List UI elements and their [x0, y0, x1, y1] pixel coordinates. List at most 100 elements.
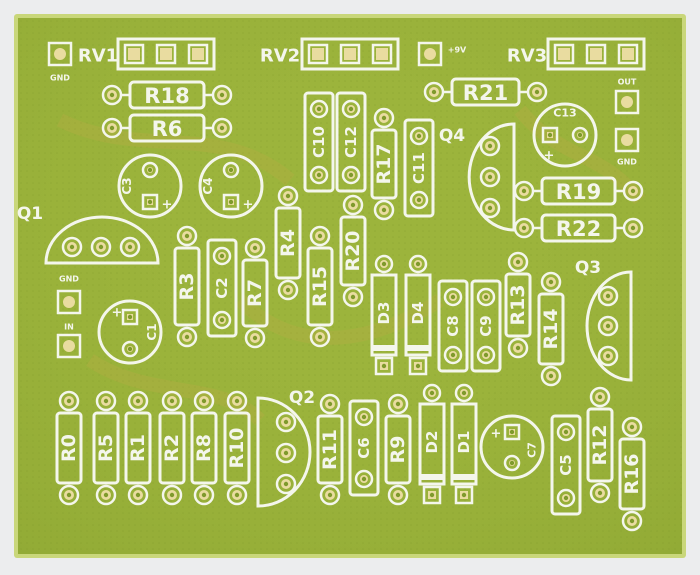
electrolytic-c13: C13 + [532, 102, 598, 168]
capacitor-c9: C9 [470, 279, 502, 373]
silk-label: R17 [373, 143, 395, 184]
resistor-r15: R15 [306, 225, 334, 348]
silk-label: R15 [309, 266, 331, 307]
resistor-r21: R21 [423, 77, 548, 107]
resistor-r8: R8 [190, 390, 218, 506]
silk-label: R13 [507, 284, 529, 325]
capacitor-c12: C12 [335, 91, 367, 193]
test-pad-4: OUT [614, 78, 640, 115]
pad-label: GND [50, 74, 70, 83]
electrolytic-c3: C3 + [117, 153, 183, 219]
capacitor-c5: C5 [550, 414, 582, 516]
diode-d1: D1 [450, 383, 478, 505]
silk-label: R16 [621, 453, 643, 494]
electrolytic-c4: C4 + [198, 153, 264, 219]
plus-mark: + [162, 198, 173, 213]
silk-label: R8 [193, 434, 215, 462]
silk-label: RV1 [78, 46, 118, 67]
silk-label: R18 [144, 84, 189, 108]
resistor-r13: R13 [504, 251, 532, 359]
silk-label: R3 [176, 273, 198, 301]
capacitor-c2: C2 [206, 238, 238, 338]
resistor-r19: R19 [513, 176, 644, 206]
resistor-r16: R16 [618, 416, 646, 532]
silk-label: C2 [213, 277, 231, 298]
silk-label: C5 [557, 454, 575, 475]
resistor-r3: R3 [173, 225, 201, 348]
transistor-q1: Q1 [17, 204, 160, 265]
test-pad-3: +9V [417, 41, 467, 67]
capacitor-c8: C8 [437, 279, 469, 373]
silk-label: C1 [145, 323, 159, 340]
resistor-r10: R10 [223, 390, 251, 506]
silk-label: R7 [244, 279, 266, 307]
plus-mark: + [243, 198, 254, 213]
resistor-r6: R6 [101, 113, 233, 143]
resistor-r0: R0 [55, 390, 83, 506]
silk-label: RV3 [507, 46, 547, 67]
silk-label: R11 [319, 429, 341, 470]
plus-mark: + [491, 427, 502, 442]
silk-label: R22 [556, 217, 601, 241]
silk-label: Q2 [289, 388, 315, 408]
silk-label: C13 [553, 107, 576, 120]
transistor-q4: Q4 [439, 122, 516, 232]
pad-label: GND [617, 158, 637, 167]
potentiometer-rv1: RV1 [78, 37, 216, 71]
silk-label: R10 [226, 427, 248, 468]
pad-label: GND [59, 275, 79, 284]
resistor-r7: R7 [241, 237, 269, 349]
silk-label: R4 [277, 229, 299, 257]
plus-mark: + [544, 149, 555, 164]
capacitor-c10: C10 [303, 91, 335, 193]
pad-label: OUT [618, 78, 637, 87]
silk-label: Q4 [439, 126, 465, 146]
silk-label: R14 [540, 308, 562, 349]
capacitor-c11: C11 [403, 118, 435, 218]
electrolytic-c1: C1 + [97, 299, 163, 365]
silk-label: C7 [526, 442, 539, 458]
capacitor-c6: C6 [348, 399, 380, 497]
resistor-r17: R17 [370, 107, 398, 221]
silk-label: Q1 [17, 204, 43, 224]
potentiometer-rv2: RV2 [260, 37, 400, 71]
test-pad-0: GND [47, 41, 73, 83]
test-pad-2: GND [56, 275, 82, 315]
resistor-r4: R4 [274, 185, 302, 301]
transistor-q3: Q3 [575, 258, 633, 382]
silk-label: R9 [387, 436, 409, 464]
resistor-r12: R12 [586, 386, 614, 504]
silk-label: D4 [409, 302, 427, 325]
resistor-r5: R5 [92, 390, 120, 506]
silk-label: RV2 [260, 46, 300, 67]
pad-label: +9V [448, 46, 467, 55]
resistor-r9: R9 [384, 393, 412, 506]
diode-d3: D3 [370, 254, 398, 376]
diode-d2: D2 [418, 383, 446, 505]
resistor-r20: R20 [339, 194, 367, 308]
silk-label: D3 [375, 302, 393, 325]
plus-mark: + [112, 306, 123, 321]
silk-label: R2 [161, 434, 183, 462]
silk-label: R21 [463, 81, 508, 105]
silk-label: R1 [127, 434, 149, 462]
electrolytic-c7: C7 + [479, 414, 545, 480]
silk-label: C10 [310, 126, 328, 158]
silk-label: R0 [58, 434, 80, 462]
silk-label: R20 [342, 230, 364, 271]
pad-label: IN [64, 323, 74, 332]
silk-label: D1 [455, 431, 473, 454]
silk-label: R6 [152, 117, 183, 141]
diode-d4: D4 [404, 254, 432, 376]
silk-label: C3 [120, 177, 134, 194]
silk-label: C4 [201, 177, 215, 194]
resistor-r11: R11 [316, 393, 344, 506]
silk-label: C6 [355, 437, 373, 458]
silk-label: R5 [95, 434, 117, 462]
test-pad-5: GND [614, 127, 640, 167]
silk-label: C12 [342, 126, 360, 158]
silk-label: C11 [410, 152, 428, 184]
